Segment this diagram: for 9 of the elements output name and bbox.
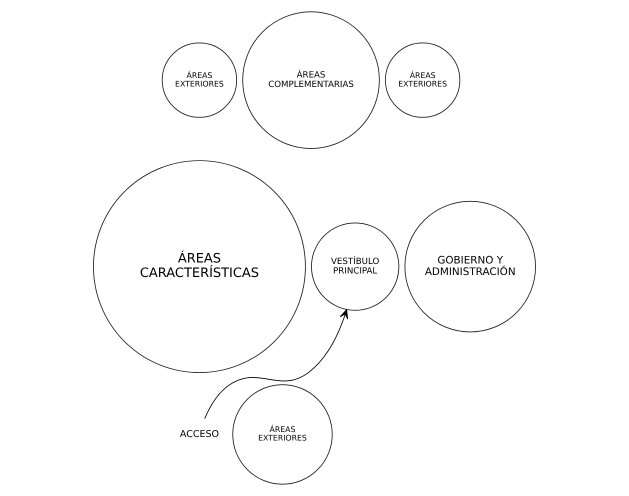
node-circle: ÁREAS CARACTERÍSTICAS (93, 160, 306, 374)
node-circle: GOBIERNO Y ADMINISTRACIÓN (404, 200, 536, 332)
node-circle: ÁREAS EXTERIORES (162, 42, 238, 118)
node-circle: ÁREAS COMPLEMENTARIAS (242, 11, 380, 149)
arrow (204, 309, 348, 420)
node-circle: VESTÍBULO PRINCIPAL (311, 222, 400, 311)
node-text: ACCESO (180, 428, 219, 440)
node-circle: ÁREAS EXTERIORES (385, 42, 460, 118)
node-circle: ÁREAS EXTERIORES (232, 384, 333, 485)
